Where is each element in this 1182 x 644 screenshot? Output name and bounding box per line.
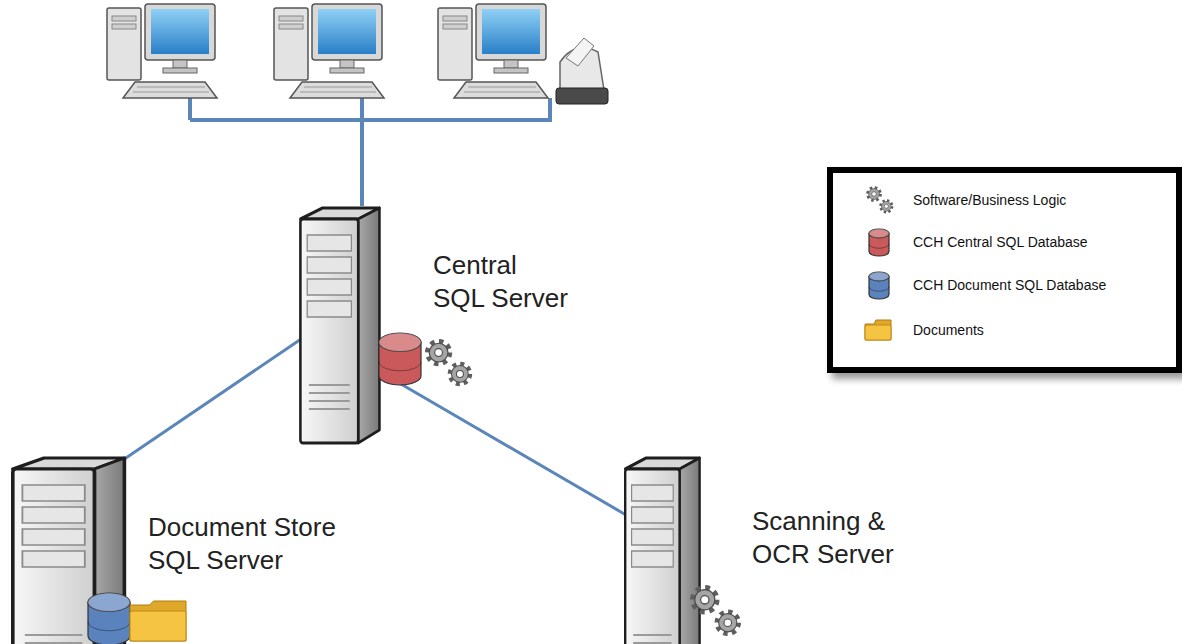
workstation [107,4,217,98]
legend-row: Software/Business Logic [833,186,1176,216]
workstation [438,4,548,98]
legend-row: Documents [833,316,1176,346]
server-node: Scanning & OCR Server [622,455,702,644]
scanner [556,38,608,104]
legend-row: CCH Central SQL Database [833,228,1176,258]
legend-box: Software/Business LogicCCH Central SQL D… [827,167,1182,373]
lan-bus [190,98,552,206]
server-tower [8,455,128,644]
legend-text: Documents [913,322,984,338]
network-link [124,339,300,459]
workstation [274,4,384,98]
server-label: Central SQL Server [433,249,571,314]
server-tower [297,205,382,415]
server-node: Central SQL Server [297,205,382,415]
network-link [382,373,625,514]
legend-text: CCH Central SQL Database [913,234,1088,250]
legend-swatch [863,316,897,346]
legend-swatch [863,228,897,258]
gear-symbol [863,186,897,216]
server-label: Scanning & OCR Server [752,505,896,570]
legend-text: Software/Business Logic [913,192,1066,208]
legend-row: CCH Document SQL Database [833,271,1176,301]
server-node: Document Store SQL Server [8,455,128,644]
server-label: Document Store SQL Server [148,511,338,576]
server-tower [622,455,702,644]
legend-swatch [863,271,897,301]
legend-text: CCH Document SQL Database [913,277,1106,293]
